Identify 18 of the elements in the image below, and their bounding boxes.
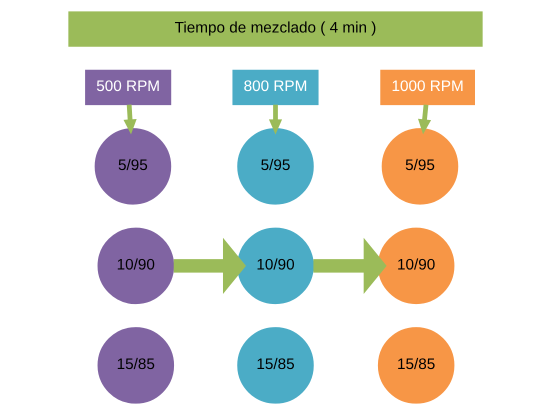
node-circle: 5/95 — [94, 128, 172, 205]
node-box: 800 RPM — [232, 70, 319, 106]
node-circle: 10/90 — [237, 228, 314, 304]
node-circle: 10/90 — [378, 228, 454, 304]
node-circle: 15/85 — [237, 327, 314, 404]
node-box: Tiempo de mezclado ( 4 min ) — [68, 11, 483, 47]
node-circle: 10/90 — [98, 228, 174, 304]
node-box: 500 RPM — [85, 70, 172, 106]
node-circle: 15/85 — [378, 327, 454, 404]
arrow — [174, 238, 246, 294]
arrow — [124, 104, 137, 134]
node-box: 1000 RPM — [380, 70, 475, 106]
node-circle: 5/95 — [382, 128, 458, 205]
node-circle: 15/85 — [98, 327, 174, 404]
arrow — [313, 238, 387, 294]
arrow — [418, 104, 432, 134]
node-circle: 5/95 — [237, 128, 314, 205]
arrow — [268, 104, 282, 134]
